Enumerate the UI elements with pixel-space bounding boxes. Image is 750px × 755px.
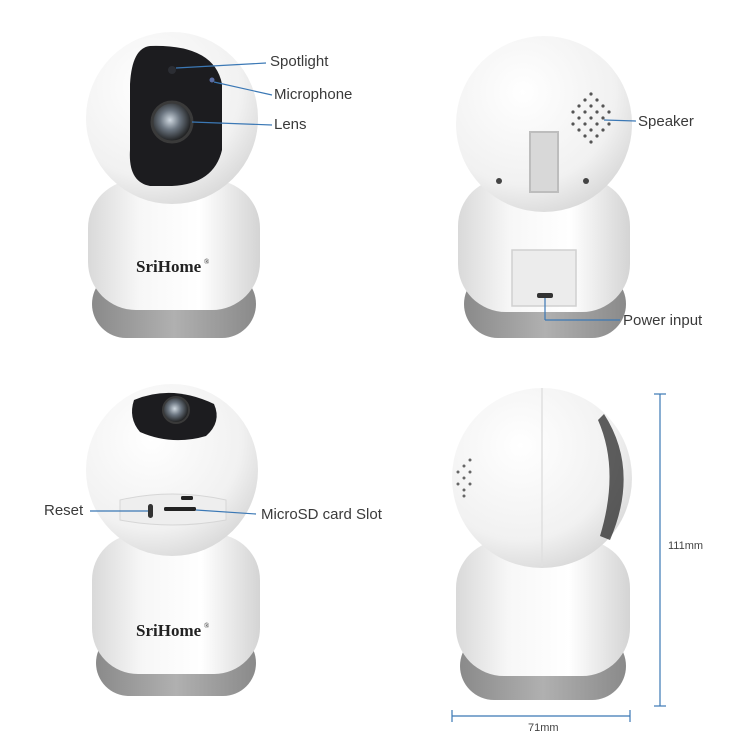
side-front-shade xyxy=(598,414,624,540)
power-port xyxy=(537,293,553,298)
back-body xyxy=(458,178,630,312)
microphone-line xyxy=(213,81,273,96)
side-body xyxy=(456,540,630,676)
tilted-brand-mark: ® xyxy=(204,622,210,630)
front-body xyxy=(88,180,260,310)
power-input-label: Power input xyxy=(623,312,703,329)
microsd-line xyxy=(195,509,257,515)
spotlight-line xyxy=(175,62,267,69)
speaker-label: Speaker xyxy=(638,113,694,130)
side-speaker-grille xyxy=(456,458,472,498)
speaker-grille xyxy=(571,92,611,144)
spotlight-label: Spotlight xyxy=(270,53,329,70)
front-brand-mark: ® xyxy=(204,258,210,266)
tilted-view: SriHome ® xyxy=(86,384,260,696)
microphone-hole xyxy=(209,77,215,83)
back-sphere xyxy=(456,36,632,212)
front-view: SriHome ® xyxy=(86,32,273,338)
speaker-line xyxy=(603,119,637,122)
reset-label: Reset xyxy=(44,502,84,519)
lens-line xyxy=(191,121,273,126)
height-dimension-label: 111mm xyxy=(668,540,704,552)
back-port-recess xyxy=(511,249,577,307)
back-tilt-slot xyxy=(529,131,559,193)
microphone-label: Microphone xyxy=(274,86,353,103)
microsd-slot xyxy=(164,507,196,511)
tilted-body xyxy=(92,534,260,674)
back-view xyxy=(456,36,637,338)
front-lens xyxy=(150,100,194,144)
width-dimension-label: 71mm xyxy=(528,722,559,734)
microsd-slot-label: MicroSD card Slot xyxy=(261,506,382,523)
side-view xyxy=(451,388,666,722)
front-brand-logo: SriHome xyxy=(136,257,202,276)
tilted-brand-logo: SriHome xyxy=(136,621,202,640)
spotlight xyxy=(168,66,176,74)
reset-hole xyxy=(148,504,153,518)
lens-label: Lens xyxy=(274,116,307,133)
